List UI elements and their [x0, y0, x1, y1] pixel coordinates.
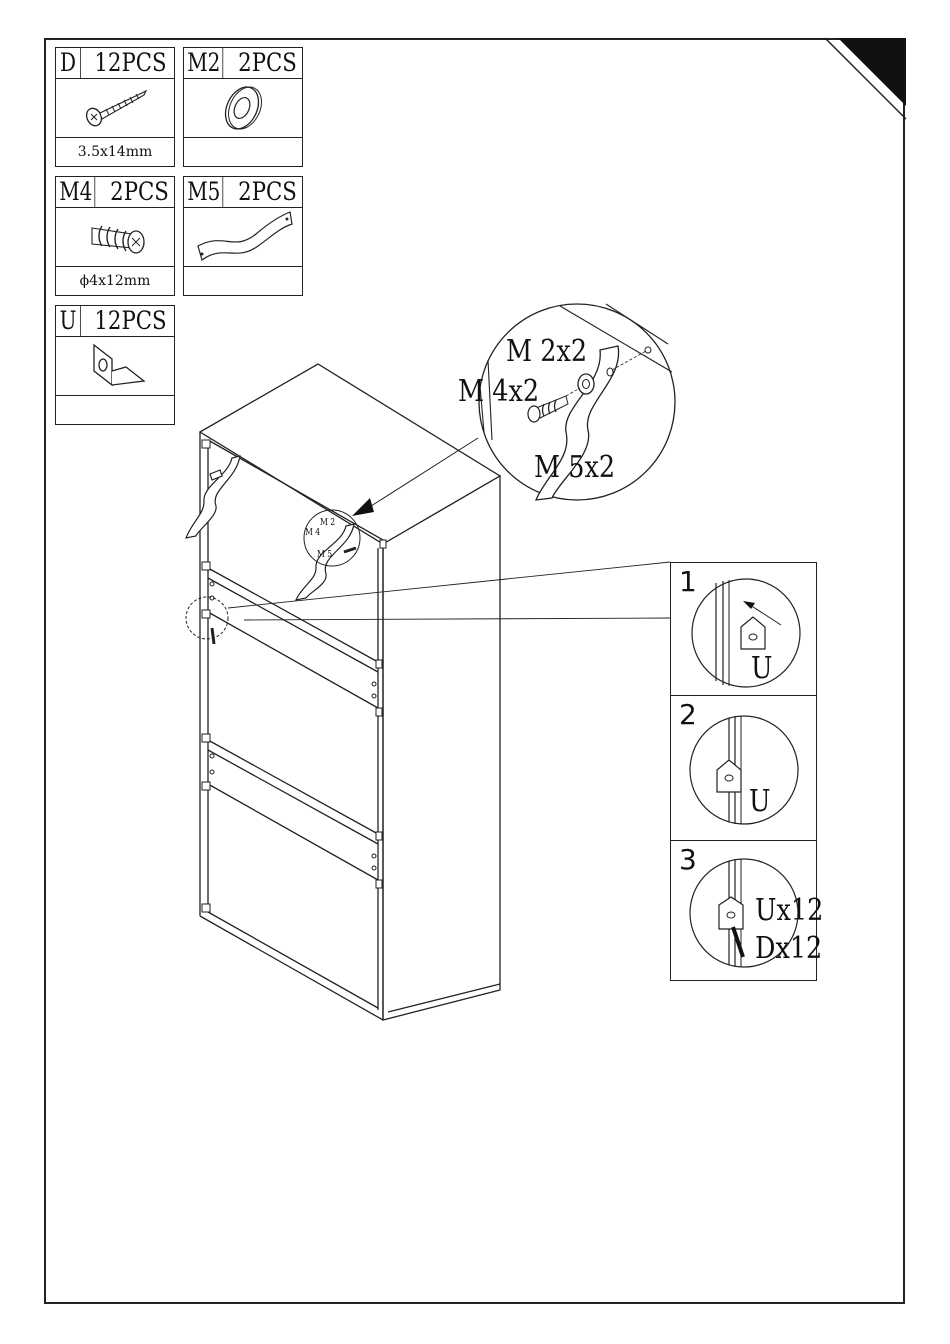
step-1-label-u: U	[751, 651, 773, 686]
small-m4-label: M 4	[305, 528, 320, 538]
step-2-label-u: U	[749, 784, 771, 819]
small-m2-label: M 2	[320, 518, 335, 528]
callout-m2-label: M 2x2	[506, 334, 587, 369]
step-2-panel: 2 U	[670, 695, 817, 841]
callout-m5-label: M 5x2	[534, 450, 615, 485]
step-3-panel: 3 Ux12 Dx12	[670, 840, 817, 981]
small-m5-label: M 5	[317, 550, 332, 560]
step-1-panel: 1 U	[670, 562, 817, 696]
step-3-label-u: Ux12	[755, 893, 823, 928]
callout-m4-label: M 4x2	[458, 374, 539, 409]
step-3-label-d: Dx12	[755, 931, 822, 966]
